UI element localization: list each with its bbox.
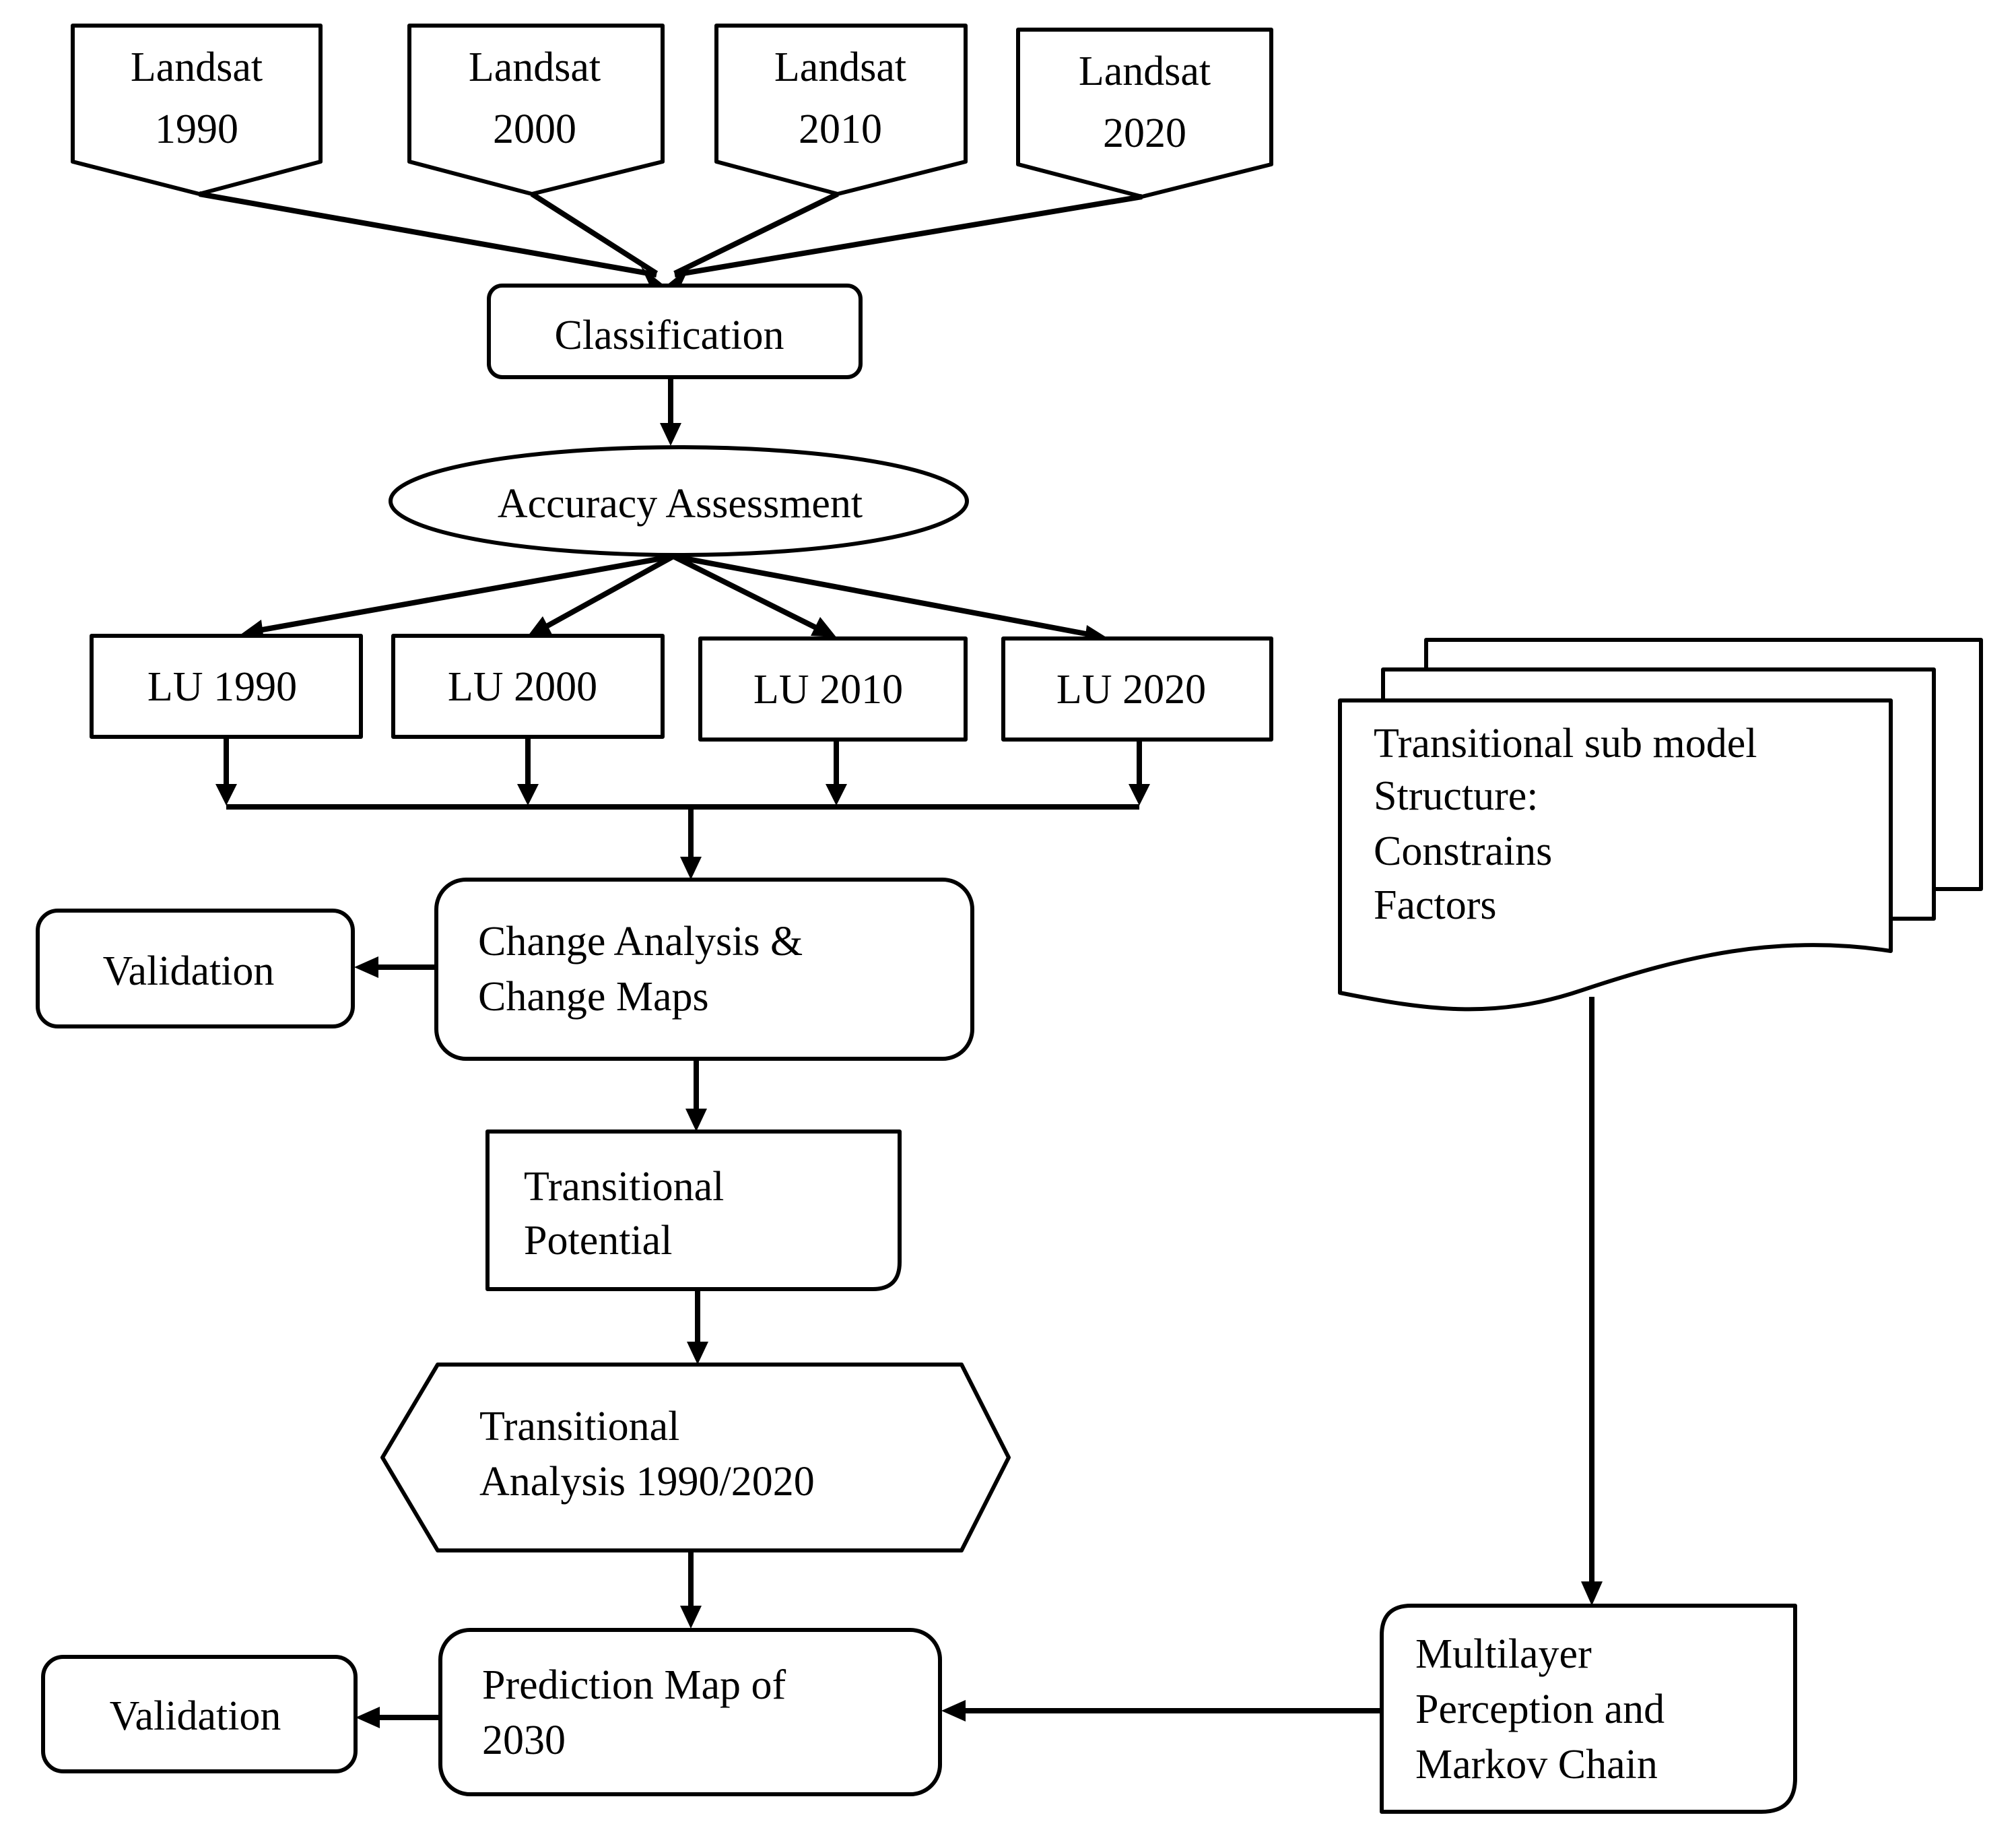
lu-2020-label: LU 2020: [1056, 667, 1206, 713]
classification-node: Classification: [487, 284, 863, 379]
validation-top-node: Validation: [36, 909, 355, 1028]
analysis-to-prediction-arrow: [680, 1550, 702, 1629]
change-analysis-line1: Change Analysis &: [478, 919, 803, 964]
prediction-map-line1: Prediction Map of: [482, 1662, 786, 1708]
lu-2000-label: LU 2000: [448, 664, 597, 710]
lu-1990-label: LU 1990: [147, 664, 297, 710]
accuracy-assessment-node: Accuracy Assessment: [389, 445, 969, 557]
mlp-markov-node: Multilayer Perception and Markov Chain: [1380, 1604, 1797, 1814]
classification-label: Classification: [555, 313, 784, 358]
validation-bottom-node: Validation: [41, 1655, 358, 1773]
landsat-2010-line2: 2010: [799, 106, 882, 152]
transitional-analysis-line2: Analysis 1990/2020: [479, 1459, 815, 1505]
transitional-potential-line2: Potential: [524, 1218, 672, 1264]
validation-bottom-label: Validation: [110, 1693, 281, 1739]
lu-2010-label: LU 2010: [753, 667, 903, 713]
prediction-map-line2: 2030: [482, 1717, 566, 1763]
landsat-to-classification-arrows: [199, 191, 1143, 286]
landsat-2020-line2: 2020: [1103, 110, 1186, 156]
submodel-line3: Constrains: [1374, 828, 1552, 874]
submodel-to-mlp-arrow: [1581, 997, 1603, 1606]
mlp-line3: Markov Chain: [1415, 1742, 1658, 1788]
submodel-line4: Factors: [1374, 882, 1497, 928]
potential-to-analysis-arrow: [687, 1289, 708, 1365]
change-analysis-line2: Change Maps: [478, 974, 709, 1020]
accuracy-to-lu-arrows: [240, 554, 1108, 645]
accuracy-assessment-label: Accuracy Assessment: [498, 481, 863, 527]
landsat-2010-node: Landsat 2010: [714, 24, 968, 196]
transitional-submodel-node: Transitional sub model Structure: Constr…: [1338, 638, 1983, 1012]
mlp-line2: Perception and: [1415, 1686, 1665, 1732]
transitional-analysis-line1: Transitional: [479, 1404, 679, 1449]
landsat-2010-line1: Landsat: [774, 44, 906, 90]
change-analysis-node: Change Analysis & Change Maps: [434, 878, 974, 1061]
lu-2010-node: LU 2010: [698, 636, 968, 742]
landsat-2000-line2: 2000: [493, 106, 576, 152]
landsat-1990-line1: Landsat: [131, 44, 263, 90]
lu-1990-node: LU 1990: [90, 634, 363, 739]
lu-merge-connector: [215, 737, 1150, 880]
mlp-line1: Multilayer: [1415, 1631, 1592, 1677]
classification-to-accuracy-arrow: [660, 377, 681, 446]
transitional-potential-line1: Transitional: [524, 1164, 724, 1210]
landsat-2000-line1: Landsat: [469, 44, 601, 90]
landsat-1990-node: Landsat 1990: [71, 24, 323, 196]
landsat-2020-line1: Landsat: [1079, 48, 1211, 94]
prediction-map-node: Prediction Map of 2030: [438, 1628, 942, 1796]
landsat-2020-node: Landsat 2020: [1016, 28, 1273, 199]
submodel-line1: Transitional sub model: [1374, 721, 1757, 766]
change-to-potential-arrow: [685, 1059, 707, 1132]
lu-2020-node: LU 2020: [1001, 636, 1273, 742]
landsat-2000-node: Landsat 2000: [407, 24, 665, 196]
transitional-analysis-node: Transitional Analysis 1990/2020: [380, 1363, 1011, 1552]
prediction-to-validation-arrow: [356, 1707, 440, 1728]
submodel-line2: Structure:: [1374, 773, 1539, 819]
transitional-potential-node: Transitional Potential: [485, 1129, 902, 1291]
lu-2000-node: LU 2000: [391, 634, 665, 739]
landsat-1990-line2: 1990: [155, 106, 238, 152]
validation-top-label: Validation: [103, 948, 275, 994]
change-to-validation-arrow: [354, 956, 436, 978]
mlp-to-prediction-arrow: [941, 1700, 1382, 1722]
